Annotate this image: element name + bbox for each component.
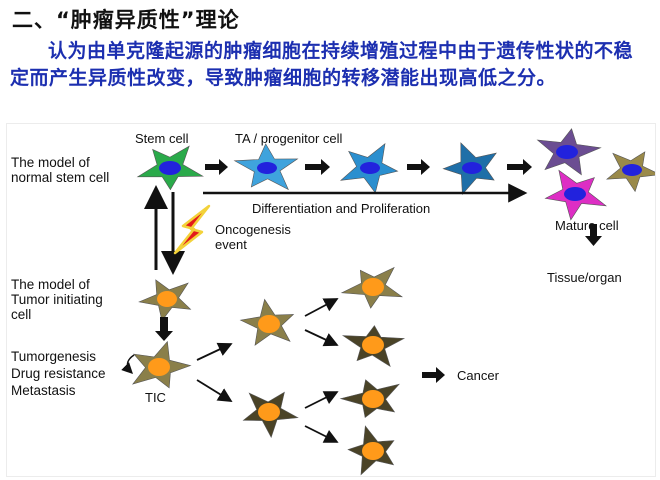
- cancer-cell-4: [347, 425, 395, 476]
- tumor-model-cell-nucleus: [157, 291, 177, 307]
- block-arrow-3: [407, 159, 430, 175]
- drug-resistance-text: Drug resistance: [11, 366, 106, 381]
- tic-properties-label: Tumorgenesis Drug resistance Metastasis: [11, 348, 106, 399]
- differentiation-label: Differentiation and Proliferation: [252, 201, 431, 216]
- tumorgenesis-text: Tumorgenesis: [11, 349, 97, 364]
- stem-cell-label: Stem cell: [135, 131, 189, 146]
- progenitor-label: TA / progenitor cell: [235, 131, 343, 146]
- tumor-model-label: The model of Tumor initiating cell: [11, 277, 103, 322]
- self-renew-arrow: [121, 354, 135, 374]
- lightning-bolt-icon: [173, 204, 211, 255]
- normal-model-label: The model of normal stem cell: [11, 155, 109, 185]
- oncogenesis-line-1: Oncogenesis: [215, 222, 291, 237]
- metastasis-text: Metastasis: [11, 383, 76, 398]
- mature-cell-magenta: [544, 169, 607, 221]
- tumor-cell-lower: [242, 391, 299, 439]
- branch-arrow-4: [304, 329, 339, 347]
- oncogenesis-line-2: event: [215, 237, 247, 252]
- oncogenesis-label: Oncogenesis event: [215, 222, 291, 252]
- cancer-cell-4-nucleus: [362, 442, 384, 460]
- tissue-label: Tissue/organ: [547, 270, 622, 285]
- cancer-block-arrow: [422, 367, 445, 383]
- stem-cell-nucleus: [159, 161, 181, 175]
- mature-cell-olive-nucleus: [622, 164, 642, 176]
- diagram-canvas: [121, 128, 655, 476]
- tic-down-arrow: [155, 317, 173, 341]
- tumor-model-line-3: cell: [11, 307, 32, 322]
- cancer-cell-1: [340, 266, 403, 309]
- cell-layer: [131, 128, 655, 476]
- tumor-cell-upper: [239, 298, 295, 346]
- block-arrow-1: [205, 159, 228, 175]
- arrow-layer: [121, 159, 602, 443]
- normal-model-line-2: normal stem cell: [11, 170, 110, 185]
- mature-cell-magenta-nucleus: [564, 187, 586, 201]
- mature-cell-olive: [605, 151, 655, 193]
- slide-heading: 二、“肿瘤异质性”理论: [12, 8, 240, 32]
- progenitor-cell-2: [339, 142, 399, 194]
- cancer-cell-3-nucleus: [362, 390, 384, 408]
- stem-cell: [136, 145, 204, 191]
- mature-cell-purple: [536, 128, 602, 176]
- progenitor-cell-2-nucleus: [360, 162, 380, 174]
- branch-arrow-2: [196, 379, 233, 402]
- cancer-cell-3: [339, 379, 400, 419]
- normal-model-line-1: The model of: [11, 155, 90, 170]
- cancer-cell-2-nucleus: [362, 336, 384, 354]
- tic-label: TIC: [145, 390, 166, 405]
- cancer-cell-2: [341, 325, 406, 368]
- progenitor-cell-1-nucleus: [257, 162, 277, 174]
- branch-arrow-3: [304, 298, 339, 317]
- tic-cell-nucleus: [148, 358, 170, 376]
- branch-arrow-1: [196, 342, 233, 361]
- progenitor-cell-1: [233, 143, 299, 191]
- tumor-model-line-2: Tumor initiating: [11, 292, 103, 307]
- diagram-panel: The model of normal stem cell Stem cell …: [6, 123, 656, 477]
- tumor-model-line-1: The model of: [11, 277, 90, 292]
- progenitor-cell-3-nucleus: [462, 162, 482, 174]
- branch-arrow-6: [304, 425, 339, 443]
- tic-cell: [131, 340, 192, 389]
- slide-paragraph: 认为由单克隆起源的肿瘤细胞在持续增殖过程中由于遗传性状的不稳定而产生异质性改变，…: [10, 40, 634, 89]
- tumor-model-cell: [138, 279, 192, 322]
- tissue-down-arrow: [585, 224, 602, 246]
- progenitor-cell-3: [442, 142, 497, 196]
- block-arrow-4: [507, 159, 532, 175]
- mature-cell-purple-nucleus: [556, 145, 578, 159]
- mature-cell-label: Mature cell: [555, 218, 619, 233]
- tumor-cell-upper-nucleus: [258, 315, 280, 333]
- block-arrow-2: [305, 159, 330, 175]
- branch-arrow-5: [304, 391, 339, 409]
- cancer-label: Cancer: [457, 368, 499, 383]
- cancer-cell-1-nucleus: [362, 278, 384, 296]
- tumor-cell-lower-nucleus: [258, 403, 280, 421]
